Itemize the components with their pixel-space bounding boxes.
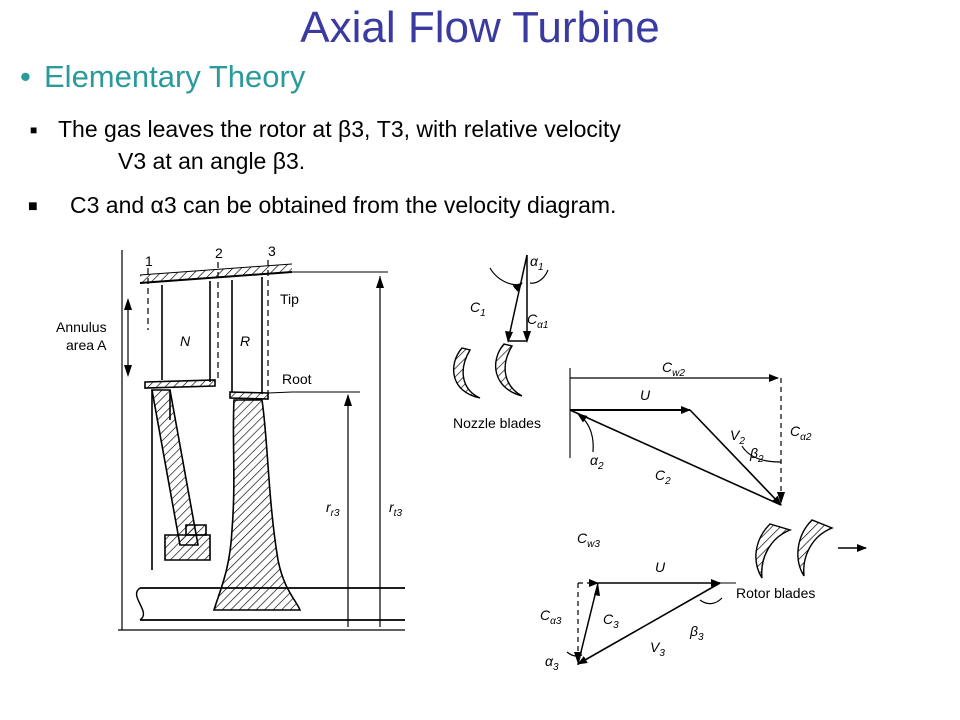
annulus-label-line-1: Annulus xyxy=(56,319,107,335)
tip-label: Tip xyxy=(280,291,299,307)
inlet-triangle-labels: α1 C1 Cα1 xyxy=(470,253,548,331)
c2-label: C2 xyxy=(655,467,671,487)
alpha1-label: α1 xyxy=(530,253,544,273)
ca2-label: Cα2 xyxy=(790,423,812,443)
radius-tip-label: rt3 xyxy=(389,499,402,519)
cw3-label: Cw3 xyxy=(577,530,600,550)
nozzle-symbol: N xyxy=(180,333,191,349)
radius-root-label: rr3 xyxy=(326,499,340,519)
c3-label: C3 xyxy=(603,611,619,631)
v3-label: V3 xyxy=(650,639,665,659)
bullet-1-line-2: V3 at an angle β3. xyxy=(118,148,306,174)
u-label-top: U xyxy=(640,387,651,403)
station-3-velocity-triangle xyxy=(566,579,736,665)
bullet-square-icon: ■ xyxy=(28,198,38,215)
bullet-1: ■ The gas leaves the rotor at β3, T3, wit… xyxy=(30,114,621,177)
bullet-1-line-1: The gas leaves the rotor at β3, T3, with… xyxy=(58,116,621,142)
subtitle-text: Elementary Theory xyxy=(44,59,306,94)
alpha2-label: α2 xyxy=(590,452,604,472)
bullet-2: ■ C3 and α3 can be obtained from the velo… xyxy=(28,190,616,222)
bullet-2-text: C3 and α3 can be obtained from the veloc… xyxy=(70,192,617,218)
slide-subtitle: • Elementary Theory xyxy=(20,58,305,96)
cw2-label: Cw2 xyxy=(662,359,685,379)
cross-section-labels: 1 2 3 Tip Root Annulus area A N R rr3 rt… xyxy=(56,243,402,519)
v2-label: V2 xyxy=(730,427,745,447)
station-2-triangle-labels: Cw2 U V2 Cα2 β2 α2 C2 xyxy=(590,359,812,487)
station-2-velocity-triangle xyxy=(569,368,785,506)
slide-title: Axial Flow Turbine xyxy=(300,3,660,52)
bullet-dot: • xyxy=(20,59,31,94)
rotor-blades-label: Rotor blades xyxy=(736,585,815,601)
nozzle-blades-label: Nozzle blades xyxy=(453,415,541,431)
ca3-label: Cα3 xyxy=(540,607,562,627)
inlet-velocity-triangle xyxy=(489,254,549,343)
nozzle-blades xyxy=(453,343,523,399)
beta3-label: β3 xyxy=(689,623,704,643)
station-2-label: 2 xyxy=(215,245,223,261)
beta2-label: β2 xyxy=(749,445,764,465)
rotor-blades xyxy=(755,519,867,579)
alpha3-label: α3 xyxy=(545,653,559,673)
rotor-symbol: R xyxy=(240,333,250,349)
u-label-bottom: U xyxy=(655,559,666,575)
station-3-triangle-labels: Cw3 U Cα3 C3 β3 V3 α3 xyxy=(540,530,704,673)
root-label: Root xyxy=(282,371,312,387)
annulus-label-line-2: area A xyxy=(66,337,107,353)
stage-cross-section xyxy=(118,250,405,631)
station-3-label: 3 xyxy=(268,243,276,259)
ca1-label: Cα1 xyxy=(527,311,548,331)
bullet-square-icon: ■ xyxy=(30,123,38,137)
station-1-label: 1 xyxy=(145,253,153,269)
c1-label: C1 xyxy=(470,299,486,319)
